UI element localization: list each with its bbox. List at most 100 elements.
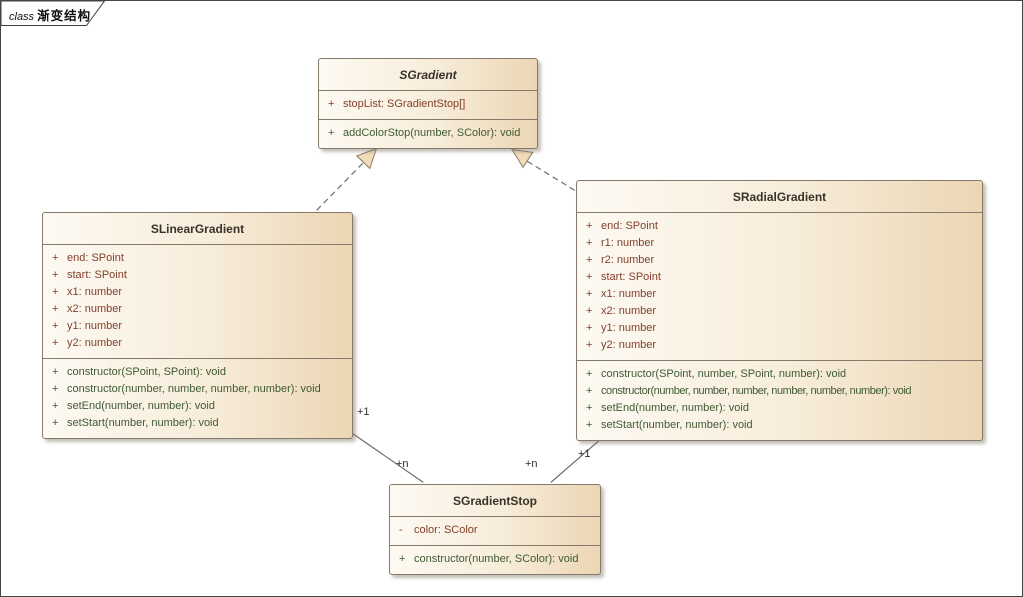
member-text: constructor(SPoint, SPoint): void: [67, 366, 226, 378]
operations-section: + constructor(number, SColor): void: [390, 545, 600, 574]
class-box-sradialgradient[interactable]: SRadialGradient +end: SPoint+r1: number+…: [576, 180, 983, 441]
member-text: setStart(number, number): void: [601, 419, 753, 431]
attributes-section: +end: SPoint+r1: number+r2: number+start…: [577, 212, 982, 360]
multiplicity-label: +1: [357, 406, 370, 418]
visibility-marker: +: [52, 383, 59, 395]
member-text: constructor(number, number, number, numb…: [601, 385, 912, 397]
member-text: x1: number: [601, 288, 657, 300]
realization-arrow-left[interactable]: [316, 147, 378, 211]
visibility-marker: +: [52, 417, 59, 429]
visibility-marker: +: [586, 288, 593, 300]
member-text: r2: number: [601, 254, 655, 266]
member-text: setEnd(number, number): void: [601, 402, 749, 414]
member-row: +start: SPoint: [43, 267, 352, 284]
visibility-marker: +: [52, 400, 59, 412]
member-row: + x2: number: [43, 301, 352, 318]
member-text: x1: number: [67, 286, 123, 298]
visibility-marker: -: [399, 524, 403, 536]
member-row: +end: SPoint: [577, 218, 982, 235]
member-row: +r2: number: [577, 252, 982, 269]
visibility-marker: +: [328, 98, 335, 110]
frame-title: 渐变结构: [37, 9, 92, 23]
member-text: color: SColor: [414, 524, 478, 536]
visibility-marker: +: [52, 286, 59, 298]
member-text: setStart(number, number): void: [67, 417, 219, 429]
member-text: start: SPoint: [67, 269, 127, 281]
class-name: SGradientStop: [452, 494, 537, 508]
attributes-section: + stopList: SGradientStop[]: [319, 90, 537, 119]
visibility-marker: +: [52, 303, 59, 315]
visibility-marker: +: [399, 553, 406, 565]
visibility-marker: +: [586, 271, 593, 283]
operations-section: +constructor(SPoint, SPoint): void+const…: [43, 358, 352, 438]
operations-section: + constructor(SPoint, number, SPoint, num…: [577, 360, 982, 440]
class-box-slineargradient[interactable]: SLinearGradient +end: SPoint+start: SPoi…: [42, 212, 353, 439]
member-row: + addColorStop(number, SColor): void: [319, 125, 537, 142]
class-name: SLinearGradient: [150, 222, 245, 236]
member-row: + constructor(number, number, number, num…: [577, 383, 982, 400]
attributes-section: -color: SColor: [390, 516, 600, 545]
member-row: +constructor(SPoint, SPoint): void: [43, 364, 352, 381]
visibility-marker: +: [586, 385, 592, 397]
member-text: constructor(number, SColor): void: [414, 553, 579, 565]
member-text: x2: number: [601, 305, 657, 317]
association-line-right[interactable]: [550, 436, 605, 483]
visibility-marker: +: [586, 237, 593, 249]
class-box-sgradient[interactable]: SGradient + stopList: SGradientStop[] + ad…: [318, 58, 538, 149]
member-row: + setStart(number, number): void: [577, 417, 982, 434]
member-text: stopList: SGradientStop[]: [343, 98, 466, 110]
member-row: + y2: number: [577, 337, 982, 354]
member-text: end: SPoint: [67, 252, 124, 264]
visibility-marker: +: [586, 368, 593, 380]
member-text: y2: number: [601, 339, 657, 351]
member-row: + y1: number: [577, 320, 982, 337]
member-row: + constructor(SPoint, number, SPoint, num…: [577, 366, 982, 383]
frame-label: class 渐变结构: [9, 5, 91, 24]
member-text: y2: number: [67, 337, 123, 349]
frame-tab-shape: [1, 1, 106, 26]
multiplicity-label: +1: [578, 448, 591, 460]
member-text: constructor(SPoint, number, SPoint, numb…: [601, 368, 847, 380]
member-text: addColorStop(number, SColor): void: [343, 127, 521, 139]
member-row: + r1: number: [577, 235, 982, 252]
member-row: +y2: number: [43, 335, 352, 352]
member-row: + x1: number: [43, 284, 352, 301]
multiplicity-label: +n: [396, 458, 409, 470]
member-row: +x2: number: [577, 303, 982, 320]
attributes-section: +end: SPoint+start: SPoint+x1: number+x2…: [43, 244, 352, 358]
member-text: x2: number: [67, 303, 123, 315]
member-row: -color: SColor: [390, 522, 600, 539]
member-row: + x1: number: [577, 286, 982, 303]
class-name: SGradient: [399, 68, 457, 82]
member-row: + setEnd(number, number): void: [577, 400, 982, 417]
member-row: + y1: number: [43, 318, 352, 335]
member-row: + setEnd(number, number): void: [43, 398, 352, 415]
association-line-left[interactable]: [352, 433, 424, 483]
class-box-sgradientstop[interactable]: SGradientStop -color: SColor + constructo…: [389, 484, 601, 575]
visibility-marker: +: [586, 322, 593, 334]
realization-arrow-right[interactable]: [511, 148, 576, 191]
member-text: y1: number: [67, 320, 123, 332]
member-text: constructor(number, number, number, numb…: [67, 383, 321, 395]
visibility-marker: +: [586, 220, 593, 232]
multiplicity-label: +n: [525, 458, 538, 470]
visibility-marker: +: [586, 402, 593, 414]
frame-label-tab: class 渐变结构: [1, 1, 113, 29]
visibility-marker: +: [586, 419, 593, 431]
visibility-marker: +: [328, 127, 335, 139]
member-row: + constructor(number, SColor): void: [390, 551, 600, 568]
visibility-marker: +: [586, 339, 593, 351]
operations-section: + addColorStop(number, SColor): void: [319, 119, 537, 148]
member-row: + start: SPoint: [577, 269, 982, 286]
member-text: start: SPoint: [601, 271, 661, 283]
member-text: setEnd(number, number): void: [67, 400, 215, 412]
class-name: SRadialGradient: [732, 190, 827, 204]
member-row: + setStart(number, number): void: [43, 415, 352, 432]
member-text: r1: number: [601, 237, 655, 249]
visibility-marker: +: [52, 320, 59, 332]
member-text: y1: number: [601, 322, 657, 334]
member-row: + stopList: SGradientStop[]: [319, 96, 537, 113]
member-row: +end: SPoint: [43, 250, 352, 267]
